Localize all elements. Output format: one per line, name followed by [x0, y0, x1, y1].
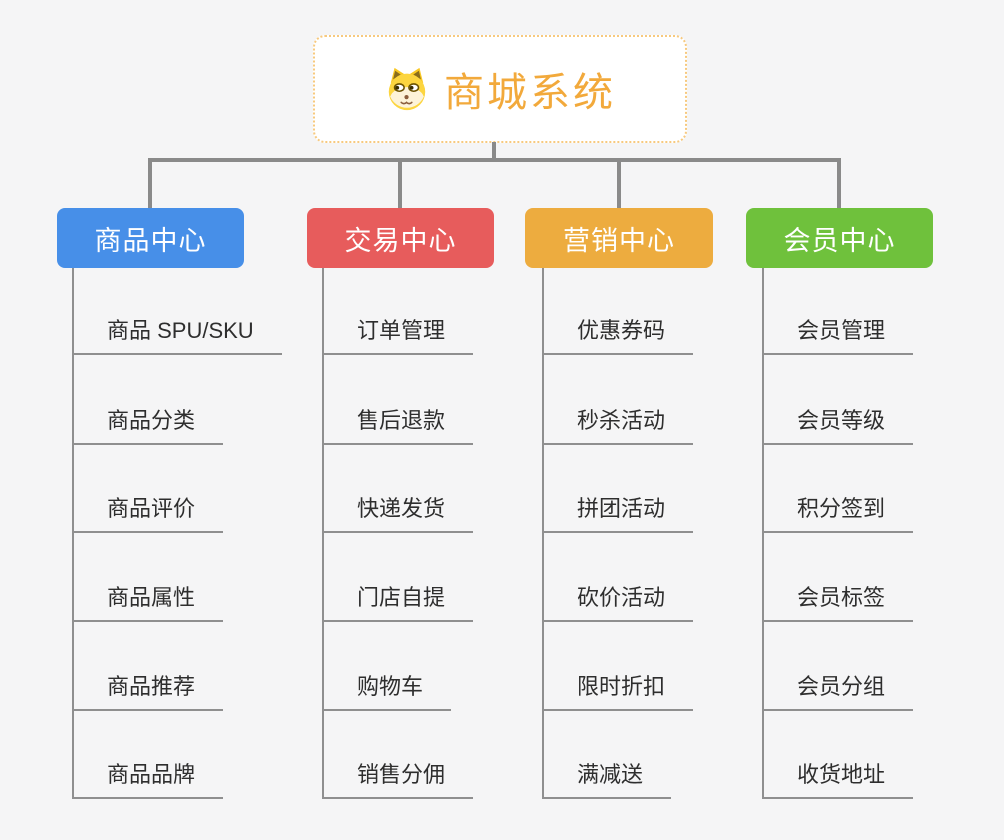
connector-root-stub	[492, 142, 496, 160]
leaf-node[interactable]: 限时折扣	[542, 673, 694, 711]
trunk-line-trade	[322, 268, 324, 799]
trunk-line-member	[762, 268, 764, 799]
leaf-node[interactable]: 收货地址	[762, 761, 914, 799]
leaf-node[interactable]: 优惠券码	[542, 317, 694, 355]
trunk-line-product	[72, 268, 74, 799]
connector-drop-member	[837, 158, 841, 208]
connector-rail	[148, 158, 841, 162]
leaf-node[interactable]: 商品 SPU/SKU	[72, 317, 282, 355]
leaf-node[interactable]: 会员等级	[762, 407, 914, 445]
branch-node-member-center[interactable]: 会员中心	[746, 208, 933, 268]
leaf-node[interactable]: 会员分组	[762, 673, 914, 711]
leaf-node[interactable]: 商品分类	[72, 407, 224, 445]
leaf-node[interactable]: 购物车	[322, 673, 452, 711]
trunk-line-marketing	[542, 268, 544, 799]
branch-node-marketing-center[interactable]: 营销中心	[525, 208, 713, 268]
dog-face-icon	[388, 67, 426, 111]
root-title: 商城系统	[444, 71, 616, 115]
connector-drop-product	[148, 158, 152, 208]
leaf-node[interactable]: 积分签到	[762, 495, 914, 533]
leaf-node[interactable]: 商品推荐	[72, 673, 224, 711]
connector-drop-marketing	[617, 158, 621, 208]
leaf-node[interactable]: 会员标签	[762, 584, 914, 622]
branch-node-trade-center[interactable]: 交易中心	[307, 208, 494, 268]
root-node[interactable]: 商城系统	[313, 35, 687, 143]
leaf-node[interactable]: 秒杀活动	[542, 407, 694, 445]
leaf-node[interactable]: 商品品牌	[72, 761, 224, 799]
leaf-node[interactable]: 销售分佣	[322, 761, 474, 799]
leaf-node[interactable]: 满减送	[542, 761, 672, 799]
leaf-node[interactable]: 拼团活动	[542, 495, 694, 533]
leaf-node[interactable]: 商品评价	[72, 495, 224, 533]
leaf-node[interactable]: 快递发货	[322, 495, 474, 533]
leaf-node[interactable]: 门店自提	[322, 584, 474, 622]
leaf-node[interactable]: 订单管理	[322, 317, 474, 355]
leaf-node[interactable]: 砍价活动	[542, 584, 694, 622]
branch-node-product-center[interactable]: 商品中心	[57, 208, 244, 268]
connector-drop-trade	[398, 158, 402, 208]
leaf-node[interactable]: 商品属性	[72, 584, 224, 622]
leaf-node[interactable]: 会员管理	[762, 317, 914, 355]
leaf-node[interactable]: 售后退款	[322, 407, 474, 445]
